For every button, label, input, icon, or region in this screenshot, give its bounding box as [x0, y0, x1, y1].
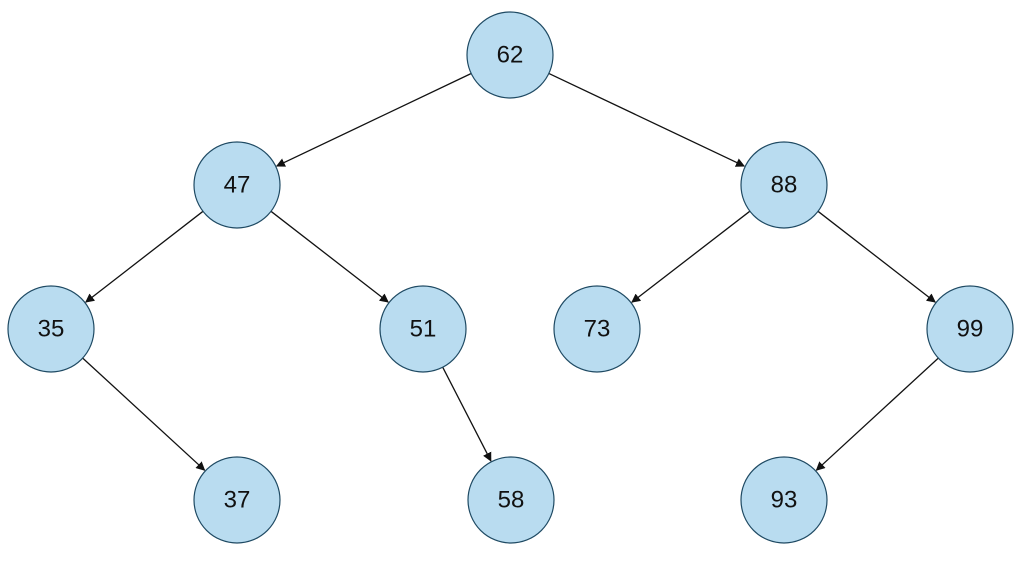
node-circle [740, 141, 828, 229]
node-label: 62 [497, 42, 524, 69]
edges-layer [82, 72, 939, 471]
tree-node-62: 62 [466, 11, 554, 99]
edge-arrow-47-to-51 [270, 210, 389, 303]
node-label: 93 [771, 487, 798, 514]
tree-node-73: 73 [553, 285, 641, 373]
node-circle [553, 285, 641, 373]
tree-node-37: 37 [193, 456, 281, 544]
edge-arrow-62-to-47 [275, 72, 472, 167]
node-circle [7, 285, 95, 373]
tree-node-93: 93 [740, 456, 828, 544]
node-label: 73 [584, 316, 611, 343]
edge-arrow-99-to-93 [815, 357, 939, 471]
edge-arrow-88-to-73 [631, 210, 751, 303]
node-circle [926, 285, 1014, 373]
node-label: 99 [957, 316, 984, 343]
node-circle [193, 141, 281, 229]
node-circle [467, 456, 555, 544]
nodes-layer: 62 47 88 35 51 73 99 37 58 93 [7, 11, 1014, 544]
edge-arrow-88-to-99 [817, 210, 936, 303]
edge-arrow-62-to-88 [548, 72, 746, 167]
edge-arrow-51-to-58 [442, 366, 492, 462]
node-label: 51 [410, 316, 437, 343]
tree-node-47: 47 [193, 141, 281, 229]
tree-node-88: 88 [740, 141, 828, 229]
node-circle [466, 11, 554, 99]
tree-node-35: 35 [7, 285, 95, 373]
edge-arrow-47-to-35 [85, 210, 204, 303]
node-label: 47 [224, 172, 251, 199]
node-circle [193, 456, 281, 544]
node-circle [740, 456, 828, 544]
node-label: 88 [771, 172, 798, 199]
edge-arrow-35-to-37 [82, 357, 206, 471]
node-label: 35 [38, 316, 65, 343]
node-label: 37 [224, 487, 251, 514]
tree-node-58: 58 [467, 456, 555, 544]
tree-node-99: 99 [926, 285, 1014, 373]
tree-node-51: 51 [379, 285, 467, 373]
node-circle [379, 285, 467, 373]
node-label: 58 [498, 487, 525, 514]
